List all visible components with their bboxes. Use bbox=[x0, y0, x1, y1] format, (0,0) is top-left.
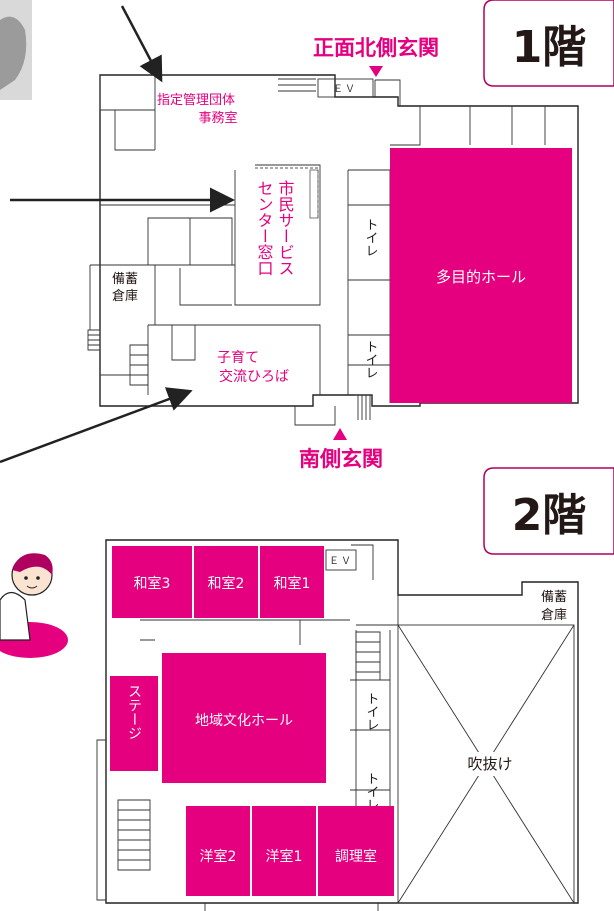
washitsu-3-label: 和室3 bbox=[134, 575, 171, 592]
office-label-2: 事務室 bbox=[198, 110, 237, 126]
washitsu-1 bbox=[260, 546, 324, 618]
floor1-toilet-label-a: トイレ bbox=[363, 218, 378, 257]
stage bbox=[110, 676, 158, 771]
floor2-toilet-label-a: トイレ bbox=[364, 692, 379, 731]
floor1-storage-label-2: 倉庫 bbox=[112, 289, 138, 304]
floor1-badge: 1階 bbox=[483, 0, 614, 87]
floor2-storage-label-2: 倉庫 bbox=[541, 608, 567, 623]
washitsu-2-label: 和室2 bbox=[208, 575, 245, 592]
floor1-badge-text: 1階 bbox=[512, 22, 587, 73]
atrium-label: 吹抜け bbox=[467, 755, 512, 773]
multipurpose-hall bbox=[390, 148, 572, 403]
washitsu-2 bbox=[194, 546, 258, 618]
south-entrance-label: 南側玄関 bbox=[299, 447, 383, 471]
stage-label: ステージ bbox=[126, 684, 142, 740]
floor2-toilet-label-b: トイレ bbox=[364, 772, 379, 811]
north-entrance-label: 正面北側玄関 bbox=[313, 36, 439, 60]
floor2-badge-text: 2階 bbox=[512, 490, 587, 541]
floor2-ev-label: ＥＶ bbox=[329, 556, 353, 567]
culture-hall-label: 地域文化ホール bbox=[195, 713, 293, 729]
photo-thumbnail bbox=[0, 0, 32, 100]
kids-label-1: 子育て bbox=[217, 350, 259, 366]
youshitsu-1 bbox=[252, 806, 316, 896]
washitsu-3 bbox=[112, 546, 192, 618]
atrium bbox=[397, 624, 575, 904]
culture-hall bbox=[162, 653, 326, 783]
youshitsu-2-label: 洋室2 bbox=[200, 848, 237, 865]
washitsu-1-label: 和室1 bbox=[274, 575, 311, 592]
floor1-elevator bbox=[317, 78, 374, 98]
pointer-arrow-kids bbox=[0, 387, 193, 464]
floor1-toilet-label-b: トイレ bbox=[363, 340, 378, 379]
floor2-badge: 2階 bbox=[483, 467, 614, 555]
kids-label-2: 交流ひろば bbox=[219, 368, 289, 385]
service-label-1: 市民サービス bbox=[276, 180, 295, 276]
youshitsu-1-label: 洋室1 bbox=[266, 848, 303, 865]
mascot-character bbox=[0, 553, 68, 658]
floor1-ev-label: ＥＶ bbox=[333, 84, 357, 95]
youshitsu-2 bbox=[186, 806, 250, 896]
floor2-storage-label-1: 備蓄 bbox=[541, 589, 567, 605]
service-label-2: センター窓口 bbox=[255, 180, 274, 276]
floor1-storage-label-1: 備蓄 bbox=[112, 271, 138, 287]
south-entrance-arrow bbox=[333, 428, 347, 440]
multipurpose-hall-label: 多目的ホール bbox=[436, 268, 526, 286]
north-entrance-arrow bbox=[369, 66, 383, 77]
pointer-arrow-office bbox=[120, 5, 163, 83]
floor2-elevator bbox=[325, 549, 357, 571]
kitchen-label: 調理室 bbox=[335, 848, 377, 865]
kitchen-room bbox=[318, 806, 394, 896]
office-label-1: 指定管理団体 bbox=[157, 93, 235, 108]
